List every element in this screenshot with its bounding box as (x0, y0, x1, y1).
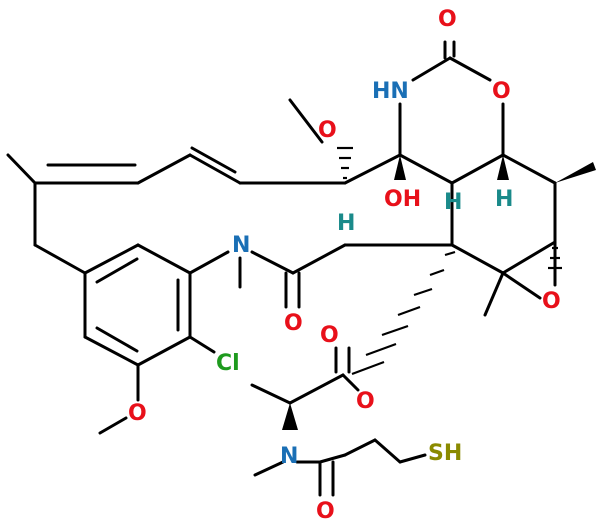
amide-nitrogen: N (232, 233, 250, 258)
amide-oxygen: O (284, 311, 303, 336)
bond (450, 243, 505, 275)
side-carbonyl-oxygen: O (316, 499, 335, 524)
bond (253, 460, 285, 477)
bond (98, 416, 128, 435)
bond (501, 271, 542, 300)
bond (188, 250, 230, 275)
bond (448, 56, 492, 82)
bond (136, 243, 192, 275)
bond (95, 326, 139, 353)
bond (188, 335, 216, 354)
bond (411, 56, 452, 82)
bond (190, 146, 237, 174)
bond (398, 153, 454, 185)
stereo-bonds (282, 146, 596, 430)
bond (343, 438, 377, 457)
bond (341, 373, 360, 392)
wedge-bond (497, 155, 509, 180)
bond (83, 335, 140, 367)
bond (33, 243, 87, 275)
bond (6, 153, 37, 185)
bond (250, 383, 292, 405)
bond (343, 153, 402, 185)
hash-bond (351, 250, 456, 376)
aryl-methoxy-oxygen: O (128, 401, 147, 426)
bond (83, 243, 140, 275)
bond (136, 153, 192, 185)
hydrogen-label: H (337, 211, 355, 236)
bond (501, 240, 557, 275)
bond (483, 271, 505, 317)
bond (136, 335, 192, 367)
carbonyl-oxygen: O (438, 7, 457, 32)
hydrogen-label: H (444, 190, 462, 215)
bond (188, 153, 242, 185)
epoxide-oxygen: O (542, 289, 561, 314)
bond (288, 373, 345, 405)
bond (318, 453, 347, 464)
wedge-bond (282, 403, 298, 430)
bond (398, 453, 427, 464)
chlorine-atom: Cl (216, 351, 240, 376)
bond (291, 243, 347, 275)
wedge-bond (555, 162, 596, 183)
hash-bond (337, 146, 353, 180)
ring-oxygen: O (492, 79, 511, 104)
carbamate-nitrogen: HN (372, 79, 409, 104)
bond (250, 250, 295, 275)
ester-carbonyl-oxygen: O (320, 323, 339, 348)
atom-labels: O HN O O OH H H H N O O O Cl O O N O SH (128, 7, 561, 524)
side-chain-nitrogen: N (280, 444, 298, 469)
bonds (6, 40, 557, 497)
methoxy-oxygen: O (318, 118, 337, 143)
hydrogen-label: H (495, 187, 513, 212)
bond (450, 153, 505, 185)
bond (373, 438, 402, 464)
bond (95, 257, 139, 284)
wedge-bond (394, 155, 406, 180)
bond (288, 98, 324, 144)
hash-bond (548, 246, 562, 270)
ester-oxygen: O (356, 389, 375, 414)
bond (501, 153, 557, 185)
thiol-group: SH (428, 441, 462, 466)
hydroxyl-group: OH (384, 187, 421, 212)
